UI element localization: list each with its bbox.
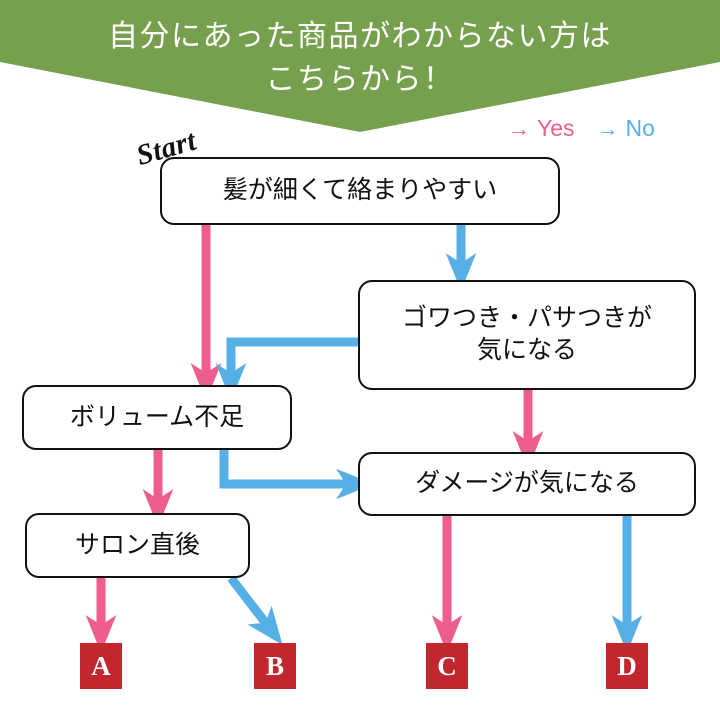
legend-label-yes: Yes: [537, 115, 575, 141]
edge-q2-q3-no: [215, 337, 358, 401]
edge-q3-q4-no: [219, 450, 374, 500]
result-badge-a[interactable]: A: [80, 643, 122, 689]
result-badge-d[interactable]: D: [606, 643, 648, 689]
legend-item-yes: → Yes: [508, 115, 575, 142]
page-title: 自分にあった商品がわからない方は こちらから！: [108, 20, 612, 96]
node-volume-lack[interactable]: ボリューム不足: [22, 385, 292, 450]
result-badge-c[interactable]: C: [426, 643, 468, 689]
arrow-right-icon-yes: →: [508, 115, 530, 141]
node-damage-concern[interactable]: ダメージが気になる: [358, 452, 696, 516]
legend: → Yes → No: [508, 115, 655, 142]
edge-q5-b-no: [227, 575, 283, 645]
legend-label-no: No: [625, 115, 655, 141]
node-hair-thin-tangle[interactable]: 髪が細くて絡まりやすい: [160, 157, 560, 225]
result-badge-b[interactable]: B: [254, 643, 296, 689]
node-dry-frizzy[interactable]: ゴワつき・パサつきが 気になる: [358, 280, 696, 390]
arrow-right-icon-no: →: [596, 115, 619, 141]
legend-item-no: → No: [597, 115, 655, 142]
node-after-salon[interactable]: サロン直後: [25, 513, 250, 578]
